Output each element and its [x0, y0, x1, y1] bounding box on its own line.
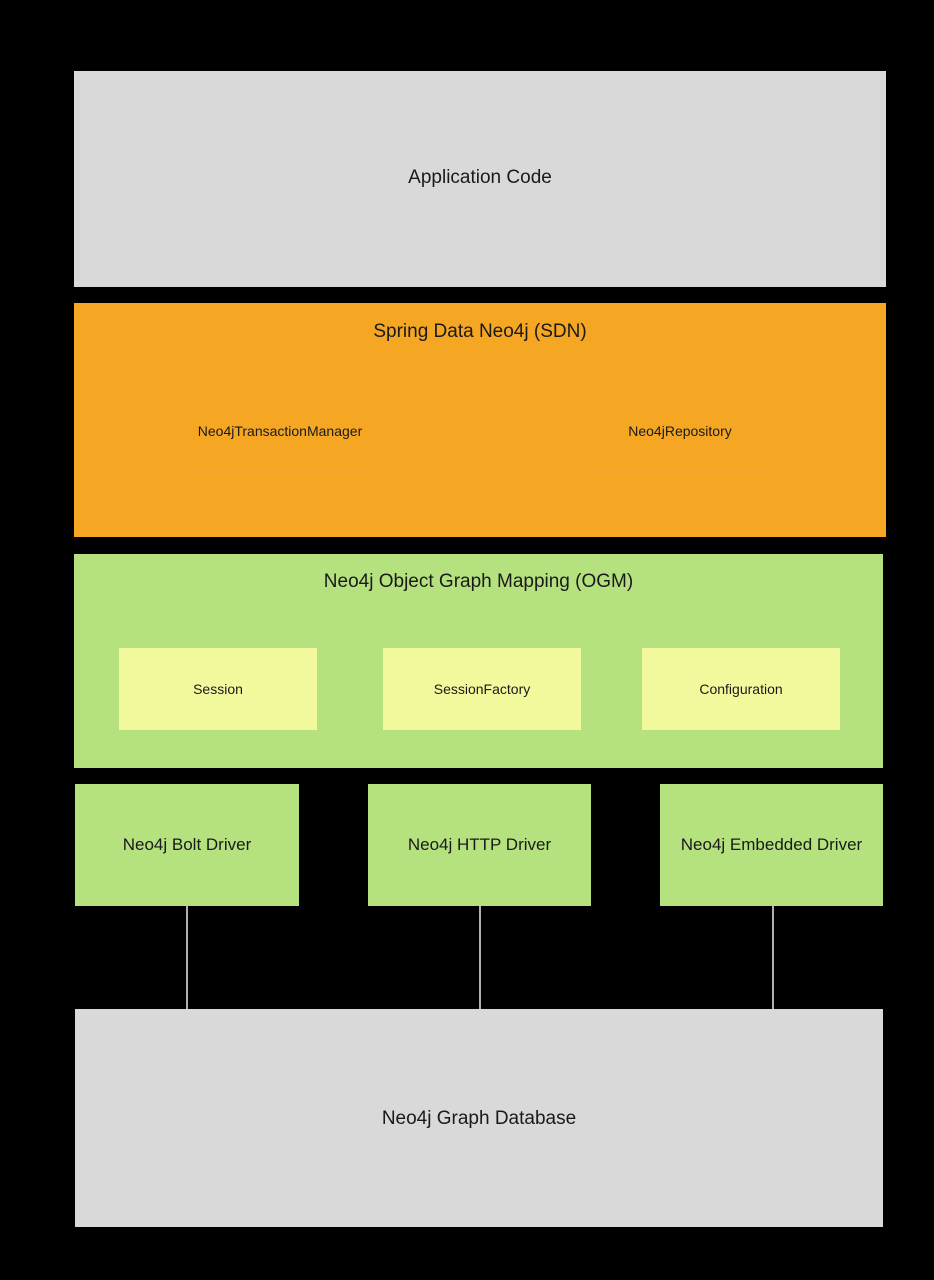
driver-label: Neo4j HTTP Driver: [407, 835, 552, 854]
neo4j-graph-database-label: Neo4j Graph Database: [381, 1108, 577, 1129]
component-configuration: Configuration: [642, 648, 840, 730]
component-neo4j-transaction-manager: Neo4jTransactionManager: [180, 391, 380, 471]
layer-application-code: Application Code: [74, 71, 886, 287]
driver-label: Neo4j Embedded Driver: [680, 835, 863, 854]
component-session-factory: SessionFactory: [383, 648, 581, 730]
spring-data-neo4j-label: Spring Data Neo4j (SDN): [373, 321, 587, 342]
component-label: Neo4jRepository: [628, 423, 732, 439]
component-label: Neo4jTransactionManager: [197, 423, 363, 439]
layer-neo4j-object-graph-mapping: Neo4j Object Graph Mapping (OGM) Session…: [74, 554, 883, 768]
application-code-label: Application Code: [408, 167, 552, 188]
driver-neo4j-embedded: Neo4j Embedded Driver: [660, 784, 883, 906]
ogm-label: Neo4j Object Graph Mapping (OGM): [323, 571, 634, 592]
connector-line-bolt-to-database: [186, 906, 188, 1009]
component-label: SessionFactory: [433, 681, 531, 697]
component-session: Session: [119, 648, 317, 730]
connector-line-embedded-to-database: [772, 906, 774, 1009]
driver-label: Neo4j Bolt Driver: [122, 835, 252, 854]
connector-line-http-to-database: [479, 906, 481, 1009]
component-neo4j-repository: Neo4jRepository: [580, 391, 780, 471]
component-label: Configuration: [699, 681, 783, 697]
component-label: Session: [193, 681, 243, 697]
driver-neo4j-http: Neo4j HTTP Driver: [368, 784, 591, 906]
layer-spring-data-neo4j: Spring Data Neo4j (SDN) Neo4jTransaction…: [74, 303, 886, 537]
driver-neo4j-bolt: Neo4j Bolt Driver: [75, 784, 299, 906]
layer-neo4j-graph-database: Neo4j Graph Database: [75, 1009, 883, 1227]
